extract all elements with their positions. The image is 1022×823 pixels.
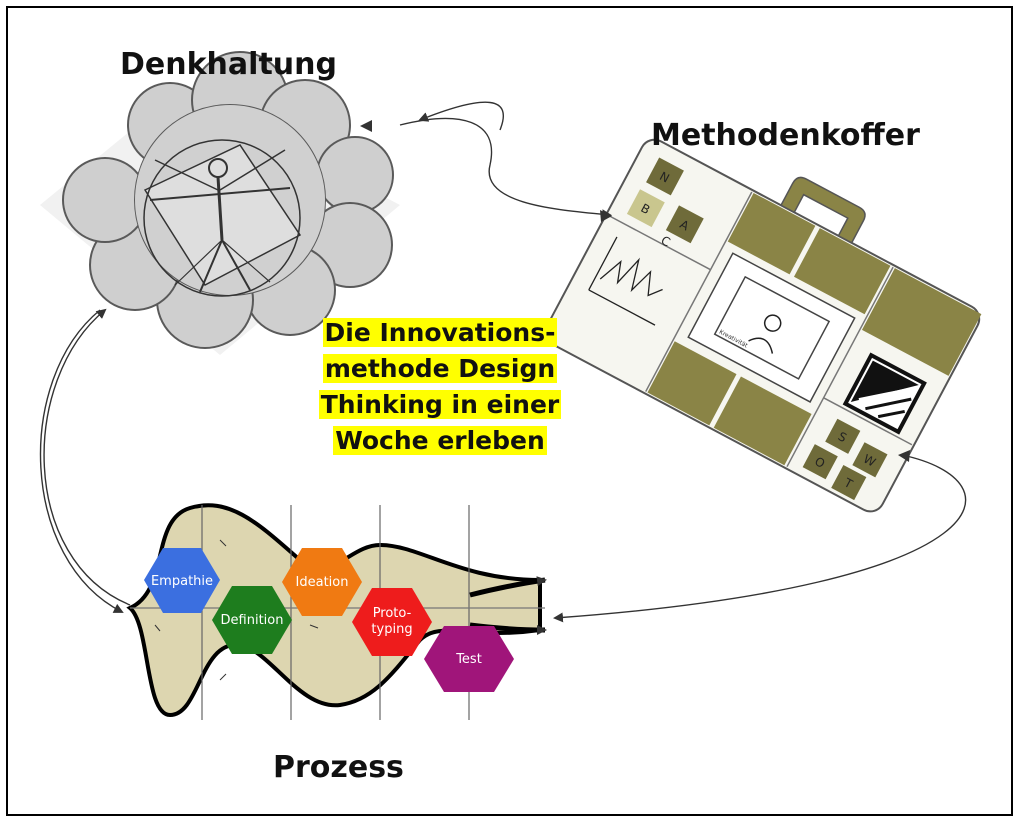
mindset-cloud bbox=[40, 51, 400, 355]
striped-square-icon bbox=[842, 352, 927, 435]
arrow-process-to-mindset bbox=[43, 308, 131, 606]
step-prototyping: Proto- typing bbox=[352, 588, 432, 656]
toolkit-suitcase: N A B C Kreativität S W O bbox=[544, 138, 982, 513]
screen-panel: Kreativität bbox=[687, 252, 856, 403]
swot-tiles: S W O T bbox=[802, 418, 888, 501]
headline-line-4: Woche erleben bbox=[333, 426, 547, 455]
connector-arrows bbox=[39, 101, 967, 623]
arrow-toolkit-to-mindset bbox=[418, 101, 505, 131]
step-prototyping-label-2: typing bbox=[371, 622, 412, 637]
label-process: Prozess bbox=[273, 750, 404, 785]
process-diagram: Empathie Definition Ideation Proto- typi… bbox=[126, 503, 547, 720]
headline-line-1: Die Innovations- bbox=[322, 318, 558, 347]
step-ideation-label: Ideation bbox=[296, 575, 349, 590]
step-definition-label: Definition bbox=[221, 613, 284, 628]
arrow-mindset-to-process bbox=[39, 309, 124, 613]
label-toolkit: Methodenkoffer bbox=[651, 118, 920, 153]
step-empathie-label: Empathie bbox=[151, 574, 213, 589]
step-ideation: Ideation bbox=[282, 548, 362, 616]
headline-line-2: methode Design bbox=[322, 354, 558, 383]
step-prototyping-label-1: Proto- bbox=[373, 606, 412, 621]
arrowheads bbox=[360, 120, 910, 462]
step-empathie: Empathie bbox=[144, 548, 220, 613]
vitruvian-man-icon bbox=[143, 139, 302, 297]
center-headline: Die Innovations- methode Design Thinking… bbox=[296, 315, 584, 459]
step-definition: Definition bbox=[212, 586, 292, 654]
label-mindset: Denkhaltung bbox=[120, 47, 337, 82]
step-test-label: Test bbox=[455, 652, 482, 667]
headline-line-3: Thinking in einer bbox=[318, 390, 562, 419]
arrow-mindset-to-toolkit bbox=[399, 117, 612, 220]
step-test: Test bbox=[424, 626, 514, 692]
chart-sketch-icon bbox=[588, 236, 663, 326]
arrow-toolkit-to-process bbox=[553, 454, 967, 623]
